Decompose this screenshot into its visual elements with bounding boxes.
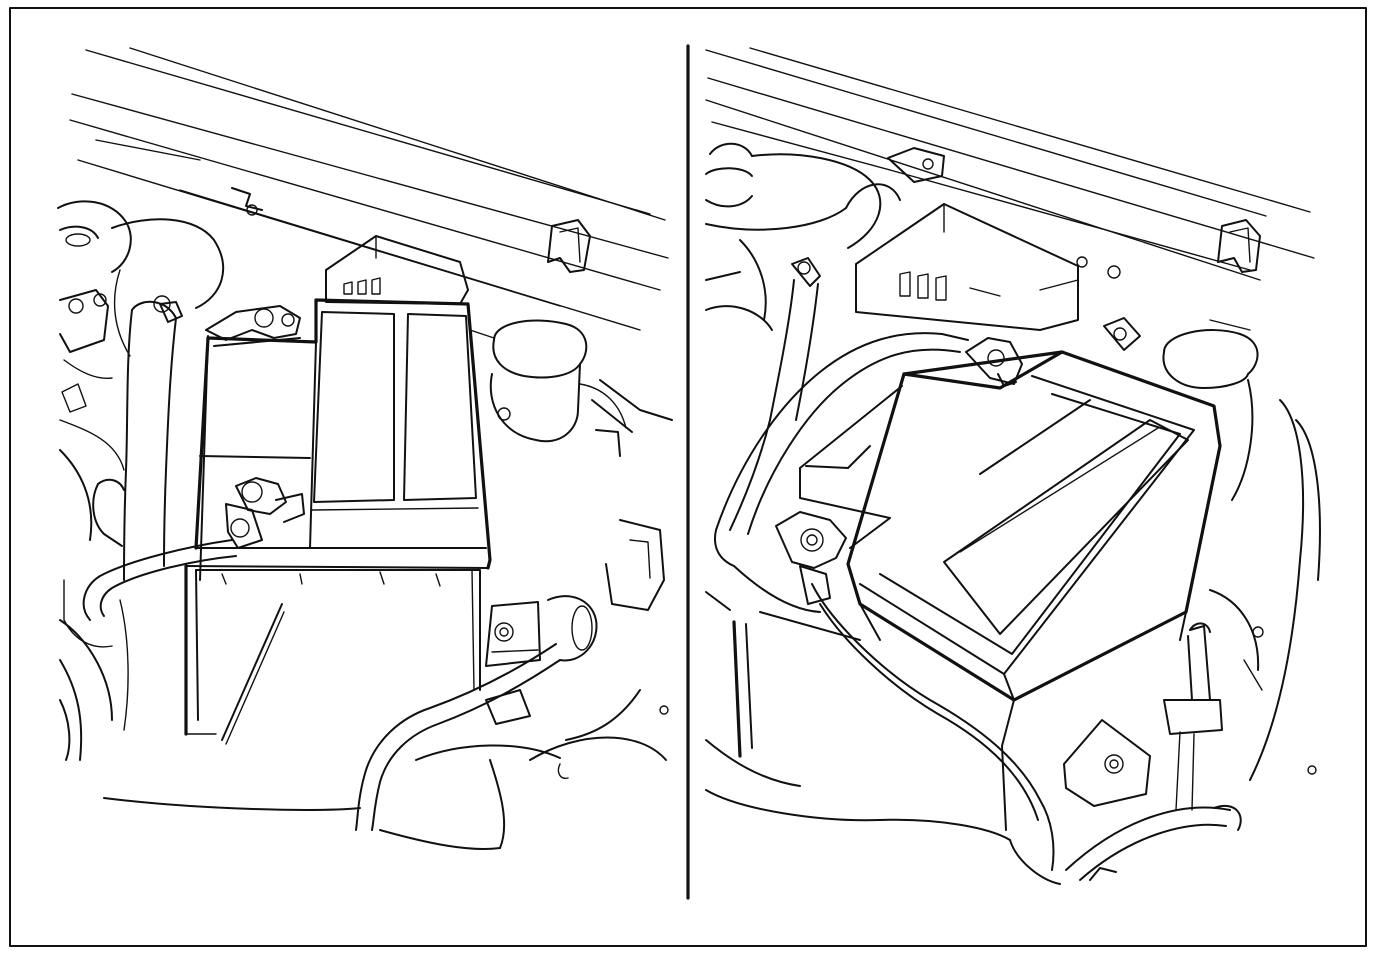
left-rod-edge bbox=[225, 611, 285, 745]
left-engine-components bbox=[57, 200, 224, 541]
left-rod bbox=[221, 603, 283, 741]
right-battery bbox=[799, 350, 1222, 831]
right-battery-cable bbox=[714, 332, 1055, 871]
left-wing-curves bbox=[59, 579, 667, 851]
right-panel bbox=[705, 47, 1321, 885]
left-panel bbox=[57, 47, 673, 851]
right-washer-reservoir bbox=[1103, 317, 1259, 501]
right-scuttle-lines bbox=[705, 47, 1315, 281]
outer-frame bbox=[9, 7, 1367, 947]
left-scuttle-clip bbox=[547, 219, 591, 273]
left-battery-terminals bbox=[205, 305, 305, 549]
left-fusebox bbox=[325, 235, 469, 305]
left-vertical-hose bbox=[123, 295, 183, 581]
left-battery bbox=[184, 298, 492, 736]
left-scuttle-lines bbox=[69, 47, 669, 331]
left-wiring-harness bbox=[355, 643, 561, 831]
right-battery-terminal bbox=[775, 511, 847, 605]
right-hold-down-bracket bbox=[1063, 622, 1223, 811]
right-wing-curves bbox=[705, 739, 1061, 885]
left-reservoir bbox=[469, 319, 627, 443]
right-coolant-reservoir bbox=[705, 142, 901, 331]
right-top-terminal bbox=[965, 337, 1023, 387]
left-battery-cable bbox=[82, 478, 237, 621]
left-hold-down-clamp bbox=[485, 601, 541, 725]
right-fusebox bbox=[855, 203, 1121, 331]
right-hose-clamp bbox=[729, 257, 821, 531]
left-right-side-pipes bbox=[547, 379, 673, 741]
right-battery-tray bbox=[705, 591, 861, 758]
right-side-curves bbox=[1065, 399, 1321, 881]
right-scuttle-clip bbox=[1217, 219, 1261, 273]
